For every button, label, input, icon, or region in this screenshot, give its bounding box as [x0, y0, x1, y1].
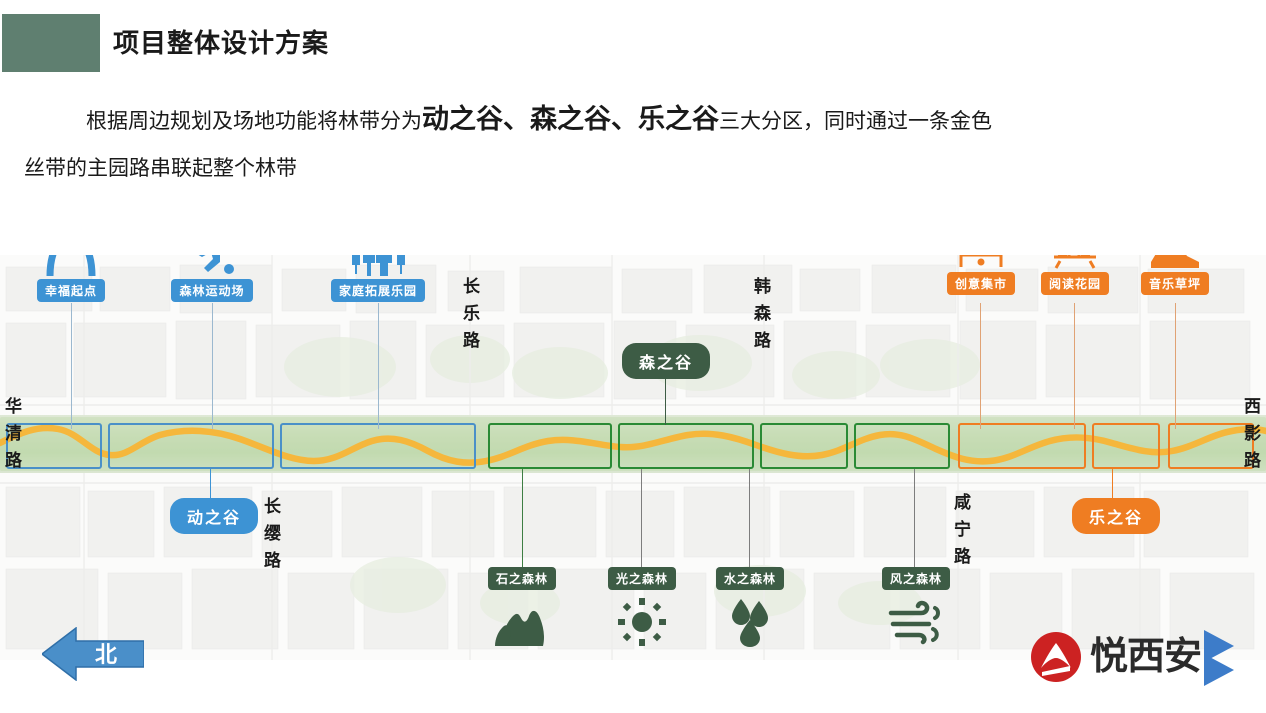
region-rect-green-1[interactable] [488, 423, 612, 469]
bpoi-label: 风之森林 [881, 567, 950, 590]
intro-line-1: 根据周边规划及场地功能将林带分为动之谷、森之谷、乐之谷三大分区，同时通过一条金色 [24, 96, 1242, 145]
north-arrow-icon [42, 627, 144, 681]
bpoi-wind-forest[interactable]: 风之森林 [874, 567, 958, 648]
market-stall-icon [934, 255, 1028, 269]
poi-music-lawn[interactable]: 音乐草坪 [1132, 255, 1218, 295]
dj-headphones-icon [1132, 255, 1218, 269]
region-rect-green-3[interactable] [760, 423, 848, 469]
poi-reading-garden[interactable]: 阅读花园 [1032, 255, 1118, 295]
golden-ribbon-path [0, 424, 1266, 466]
poi-label: 幸福起点 [36, 279, 105, 302]
bpoi-label: 石之森林 [487, 567, 556, 590]
family-group-icon [320, 255, 436, 276]
leader-line-poi-3 [378, 303, 379, 429]
slide-header: 项目整体设计方案 [0, 14, 1266, 72]
intro-line-2: 丝带的主园路串联起整个林带 [24, 157, 297, 180]
region-rect-orange-3[interactable] [1168, 423, 1254, 469]
poi-family-park[interactable]: 家庭拓展乐园 [320, 255, 436, 302]
poi-label: 家庭拓展乐园 [330, 279, 425, 302]
sun-icon [600, 596, 684, 648]
intro-emphasis: 动之谷、森之谷、乐之谷 [422, 104, 719, 134]
site-plan-map: 幸福起点 森林运动场 家庭拓展乐园 [0, 255, 1266, 660]
region-rect-blue-1[interactable] [6, 423, 102, 469]
leader-line-poi-5 [1074, 303, 1075, 429]
leader-line-poi-1 [71, 303, 72, 429]
leader-line-poi-6 [1175, 303, 1176, 429]
poi-label: 森林运动场 [171, 279, 253, 302]
leader-line-zone-le [1112, 469, 1113, 499]
bpoi-label: 水之森林 [715, 567, 784, 590]
leader-line-poi-2 [212, 303, 213, 429]
road-label-xianning: 咸宁路 [951, 493, 970, 574]
bpoi-stone-forest[interactable]: 石之森林 [480, 567, 564, 648]
north-label: 北 [95, 642, 119, 667]
arch-gate-icon [25, 255, 117, 276]
poi-creative-market[interactable]: 创意集市 [934, 255, 1028, 295]
zone-label-le[interactable]: 乐之谷 [1072, 498, 1161, 534]
page-title: 项目整体设计方案 [113, 28, 330, 58]
region-rect-orange-2[interactable] [1092, 423, 1160, 469]
books-icon [1032, 255, 1118, 269]
intro-text-b: 三大分区，同时通过一条金色 [719, 110, 992, 133]
leader-line-bpoi-4 [914, 469, 915, 569]
poi-happy-start[interactable]: 幸福起点 [25, 255, 117, 302]
road-label-hansen: 韩森路 [751, 277, 770, 358]
poi-label: 音乐草坪 [1140, 272, 1209, 295]
bpoi-water-forest[interactable]: 水之森林 [708, 567, 792, 648]
leader-line-zone-dong [210, 469, 211, 499]
region-rect-orange-1[interactable] [958, 423, 1086, 469]
poi-label: 阅读花园 [1040, 272, 1109, 295]
zone-label-sen[interactable]: 森之谷 [622, 343, 711, 379]
brand-logo-text: 悦西安 [1090, 636, 1202, 678]
wind-icon [874, 596, 958, 648]
leader-line-bpoi-3 [749, 469, 750, 569]
intro-paragraph: 根据周边规划及场地功能将林带分为动之谷、森之谷、乐之谷三大分区，同时通过一条金色… [0, 96, 1266, 192]
region-rect-blue-3[interactable] [280, 423, 476, 469]
water-drops-icon [708, 596, 792, 648]
region-rect-blue-2[interactable] [108, 423, 274, 469]
brand-logo [1031, 630, 1234, 686]
soccer-player-icon [160, 255, 264, 276]
leader-line-poi-4 [980, 303, 981, 429]
poi-forest-sports-field[interactable]: 森林运动场 [160, 255, 264, 302]
road-label-xiying: 西影路 [1241, 397, 1260, 478]
leader-line-bpoi-2 [641, 469, 642, 569]
road-label-changying: 长缨路 [261, 497, 280, 578]
road-label-huaqing: 华清路 [2, 397, 21, 478]
title-accent-block [2, 14, 100, 72]
intro-text-a: 根据周边规划及场地功能将林带分为 [86, 110, 422, 133]
bpoi-light-forest[interactable]: 光之森林 [600, 567, 684, 648]
zone-label-dong[interactable]: 动之谷 [170, 498, 259, 534]
poi-label: 创意集市 [946, 272, 1015, 295]
region-rect-green-2[interactable] [618, 423, 754, 469]
region-rect-green-4[interactable] [854, 423, 950, 469]
leader-line-zone-sen [665, 373, 666, 425]
leader-line-bpoi-1 [522, 469, 523, 569]
bpoi-label: 光之森林 [607, 567, 676, 590]
road-label-changle: 长乐路 [460, 277, 479, 358]
rock-mountain-icon [480, 596, 564, 648]
